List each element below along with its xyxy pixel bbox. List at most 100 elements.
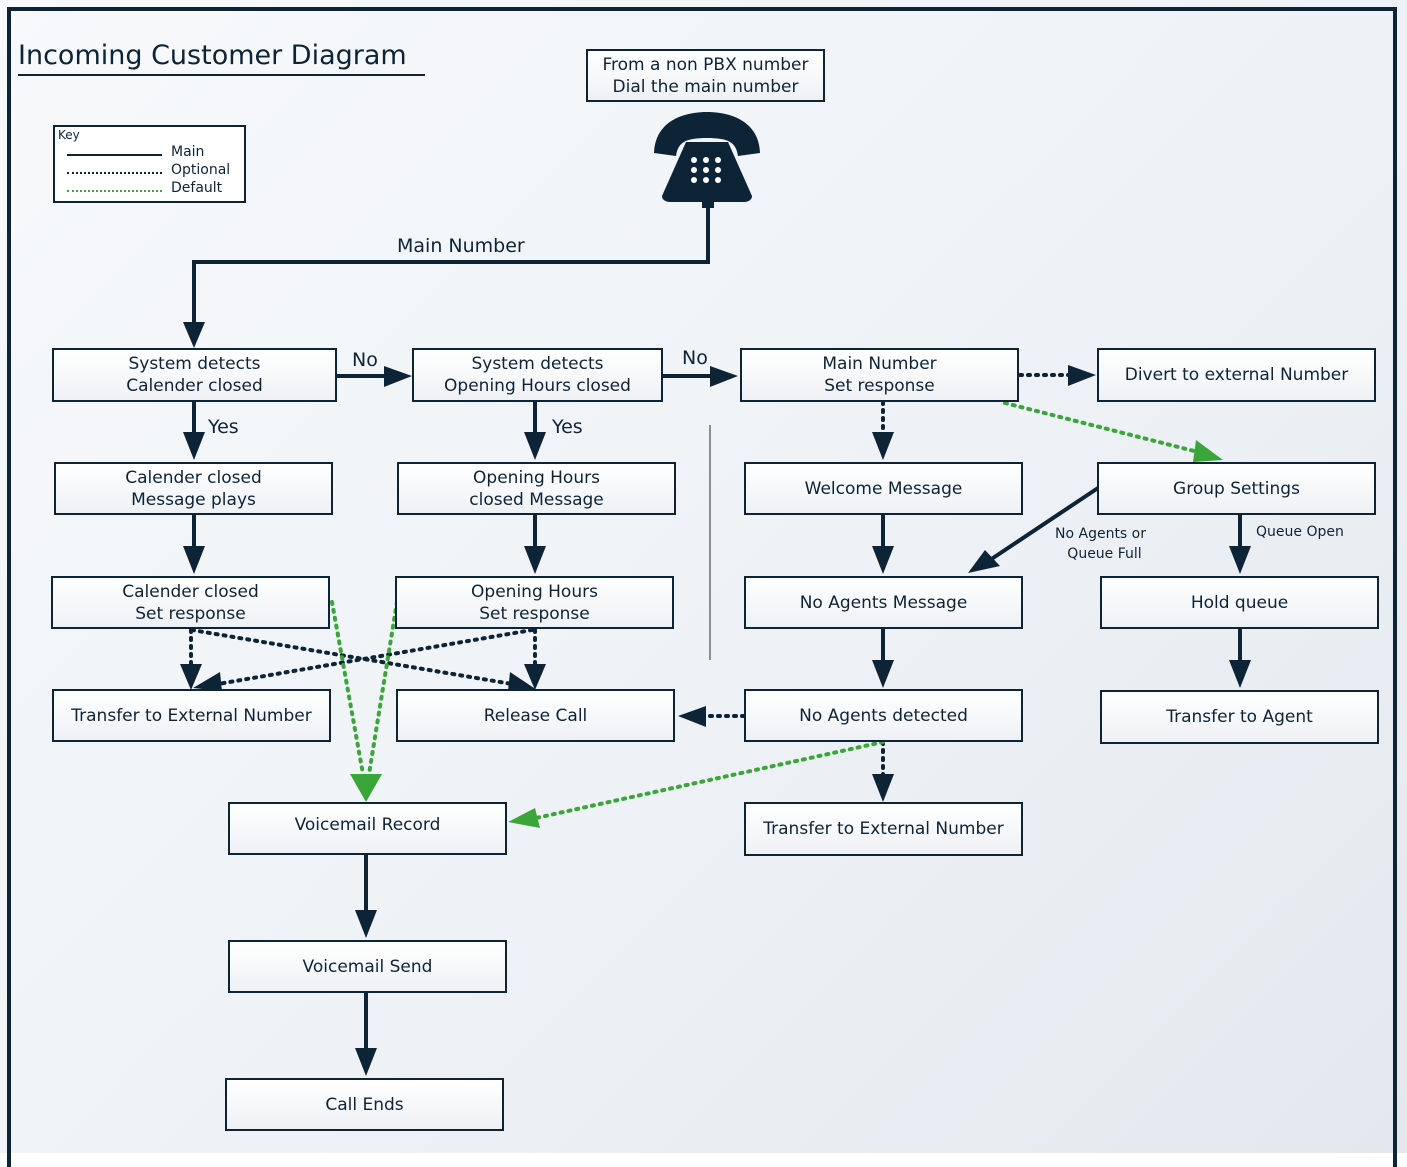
arrowhead bbox=[183, 322, 205, 348]
node-system-detects-hours: System detects Opening Hours closed bbox=[412, 348, 663, 402]
line-def-main-group bbox=[1003, 401, 1200, 454]
label-no-agents-queue-full: No Agents or Queue Full bbox=[1055, 524, 1146, 564]
node-text-1: Main Number bbox=[822, 354, 937, 374]
node-system-detects-calendar: System detects Calender closed bbox=[52, 348, 337, 402]
label-no-2: No bbox=[682, 347, 708, 369]
node-text-2: Set response bbox=[479, 603, 590, 624]
label-yes-2: Yes bbox=[552, 416, 583, 438]
arrowhead bbox=[1229, 546, 1251, 574]
telephone-icon bbox=[654, 112, 760, 208]
arrowhead bbox=[524, 664, 546, 690]
node-text-2: Set response bbox=[824, 376, 935, 396]
label-no-agents-line2: Queue Full bbox=[1067, 546, 1142, 562]
line-def-cal-vm bbox=[330, 600, 365, 776]
legend-default-line bbox=[67, 190, 162, 192]
arrowhead bbox=[524, 432, 546, 460]
node-hours-set: Opening Hours Set response bbox=[395, 576, 674, 629]
node-text-2: closed Message bbox=[469, 489, 604, 510]
arrowhead bbox=[1229, 660, 1251, 688]
node-text-1: Calender closed bbox=[122, 581, 259, 602]
label-no-1: No bbox=[352, 349, 378, 371]
arrowhead bbox=[355, 1048, 377, 1076]
node-text-1: Transfer to Agent bbox=[1166, 707, 1313, 727]
keypad-dot bbox=[691, 157, 697, 163]
arrowhead bbox=[350, 774, 382, 802]
legend-title: Key bbox=[58, 128, 80, 142]
arrowhead bbox=[1193, 440, 1223, 462]
arrowhead bbox=[872, 432, 894, 460]
arrowhead bbox=[524, 546, 546, 574]
arrowhead bbox=[872, 774, 894, 802]
node-no-agents-message: No Agents Message bbox=[744, 576, 1023, 629]
keypad-dot bbox=[715, 157, 721, 163]
node-text-1: Voicemail Record bbox=[294, 815, 441, 835]
line-def-hours-vm bbox=[367, 600, 399, 776]
node-text-1: Group Settings bbox=[1173, 478, 1300, 499]
node-text-1: Hold queue bbox=[1190, 592, 1289, 613]
node-text-1: Transfer to External Number bbox=[71, 705, 312, 726]
node-text-1: System detects bbox=[471, 354, 604, 374]
node-text-1: Voicemail Send bbox=[302, 956, 433, 977]
legend-optional-line bbox=[67, 172, 162, 174]
arrowhead bbox=[180, 664, 202, 690]
telephone-handset bbox=[654, 112, 760, 156]
keypad-dot bbox=[703, 167, 709, 173]
node-call-ends: Call Ends bbox=[225, 1078, 504, 1131]
arrowhead bbox=[508, 808, 540, 828]
optional-lines bbox=[189, 373, 1072, 778]
line-def-noagents-vm bbox=[534, 740, 885, 820]
keypad-dot bbox=[691, 177, 697, 183]
label-yes-1: Yes bbox=[208, 416, 239, 438]
node-welcome-message: Welcome Message bbox=[744, 462, 1023, 515]
node-hold-queue: Hold queue bbox=[1100, 576, 1379, 629]
legend-main-label: Main bbox=[171, 144, 205, 160]
arrowhead bbox=[872, 546, 894, 574]
arrowhead bbox=[384, 366, 412, 387]
node-group-settings: Group Settings bbox=[1097, 462, 1376, 515]
node-no-agents-detected: No Agents detected bbox=[744, 689, 1023, 742]
keypad-dot bbox=[715, 167, 721, 173]
node-divert-external: Divert to external Number bbox=[1097, 348, 1376, 402]
legend-optional-label: Optional bbox=[171, 162, 231, 178]
phone-source-box: From a non PBX number Dial the main numb… bbox=[586, 49, 825, 102]
line-main-number bbox=[192, 205, 710, 324]
node-voicemail-send: Voicemail Send bbox=[228, 940, 507, 993]
node-text-1: Welcome Message bbox=[804, 478, 963, 499]
node-text-1: Opening Hours bbox=[471, 581, 598, 602]
node-main-number-set: Main Number Set response bbox=[740, 348, 1019, 402]
node-text-1: No Agents Message bbox=[799, 592, 968, 613]
arrowhead bbox=[1068, 365, 1096, 386]
main-lines bbox=[192, 205, 1242, 1050]
node-text-2: Calender closed bbox=[126, 376, 263, 396]
node-transfer-external-right: Transfer to External Number bbox=[744, 802, 1023, 856]
arrowhead bbox=[968, 550, 1000, 573]
arrowhead bbox=[183, 432, 205, 460]
arrowhead bbox=[872, 660, 894, 688]
node-text-1: Opening Hours bbox=[473, 467, 600, 488]
node-text-1: System detects bbox=[128, 354, 261, 374]
arrowhead bbox=[710, 366, 738, 387]
telephone-keypad bbox=[691, 157, 721, 183]
arrowhead bbox=[193, 672, 222, 691]
node-calendar-message: Calender closed Message plays bbox=[54, 462, 333, 515]
node-hours-message: Opening Hours closed Message bbox=[397, 462, 676, 515]
legend-key: Key Main Optional Default bbox=[53, 125, 246, 203]
arrowhead bbox=[183, 546, 205, 574]
node-text-2: Opening Hours closed bbox=[444, 376, 631, 396]
keypad-dot bbox=[703, 177, 709, 183]
keypad-dot bbox=[715, 177, 721, 183]
legend-main-line bbox=[67, 154, 162, 156]
line-opt-cal-release bbox=[190, 628, 514, 686]
label-queue-open: Queue Open bbox=[1256, 524, 1344, 540]
node-text-1: Call Ends bbox=[325, 1094, 404, 1115]
arrowhead bbox=[355, 910, 377, 938]
diagram-frame bbox=[7, 7, 1397, 1167]
line-opt-hours-ext bbox=[216, 628, 534, 686]
node-text-1: No Agents detected bbox=[799, 705, 968, 726]
node-calendar-set: Calender closed Set response bbox=[51, 576, 330, 629]
label-no-agents-line1: No Agents or bbox=[1055, 526, 1146, 542]
telephone-cord-stub bbox=[702, 200, 714, 208]
default-lines bbox=[330, 401, 1200, 820]
